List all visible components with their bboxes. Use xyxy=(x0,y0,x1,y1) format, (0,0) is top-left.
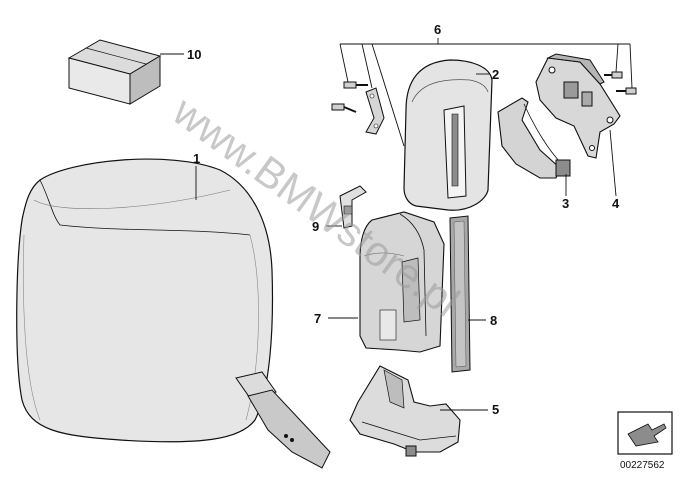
callout-10: 10 xyxy=(187,47,201,62)
leader-4 xyxy=(609,129,617,197)
callout-5: 5 xyxy=(492,402,499,417)
callout-7: 7 xyxy=(314,311,321,326)
part-5-base xyxy=(349,365,461,457)
part-9-bracket xyxy=(339,185,367,229)
part-3-guide xyxy=(497,97,571,179)
callout-1: 1 xyxy=(193,151,200,166)
doc-stamp xyxy=(617,411,673,455)
callout-8: 8 xyxy=(490,313,497,328)
callout-6: 6 xyxy=(434,22,441,37)
callout-4: 4 xyxy=(612,196,620,211)
part-4-mechanism xyxy=(535,53,621,159)
part-2-cover xyxy=(403,59,493,211)
callout-3: 3 xyxy=(562,196,569,211)
leader-6 xyxy=(339,38,633,147)
document-number: 00227562 xyxy=(620,460,665,471)
part-6-screws xyxy=(331,71,637,135)
part-8-strip xyxy=(449,215,471,373)
part-10-box xyxy=(67,39,162,105)
callout-2: 2 xyxy=(492,67,499,82)
callout-9: 9 xyxy=(312,219,319,234)
part-7-guide-cover xyxy=(359,211,445,353)
part-1-headrest xyxy=(16,158,331,469)
